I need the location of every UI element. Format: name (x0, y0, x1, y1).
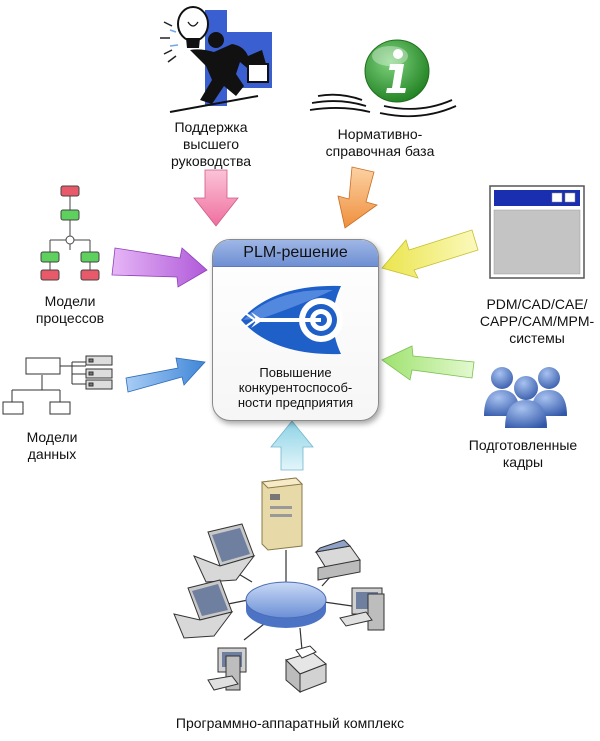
scanner-icon (314, 539, 361, 581)
desktop-computer-icon (207, 647, 247, 691)
label-staff: Подготовленные кадры (460, 437, 586, 471)
arrow-process (111, 247, 208, 288)
label-data: Модели данных (12, 429, 92, 463)
executive-lightbulb-icon (160, 6, 272, 113)
desktop-computer-icon (339, 587, 385, 631)
label-line: PDM/CAD/CAE/ (486, 296, 588, 312)
label-line: Модели (44, 293, 96, 309)
hub-goal-text: Повышение конкурентоспособ- ности предпр… (213, 365, 378, 410)
label-line: руководства (170, 153, 252, 169)
label-process: Модели процессов (22, 293, 118, 327)
hub-goal-line: ности предприятия (237, 395, 354, 410)
label-line: CAPP/CAM/MPM- (479, 313, 595, 329)
server-icon (260, 477, 304, 551)
label-systems: PDM/CAD/CAE/ CAPP/CAM/MPM- системы (476, 296, 598, 347)
hub-goal-line: конкурентоспособ- (238, 380, 353, 395)
hub-title: PLM-решение (213, 240, 378, 267)
arrow-hardware (270, 420, 314, 471)
label-line: Модели (26, 429, 78, 445)
target-arrow-icon (241, 285, 343, 355)
label-line: Поддержка (174, 119, 248, 135)
label-line: кадры (502, 454, 544, 470)
arrow-reference (337, 166, 378, 229)
label-line: Подготовленные (468, 437, 578, 453)
laptop-icon (193, 523, 256, 583)
data-model-icon (2, 355, 113, 415)
arrow-staff (381, 345, 475, 381)
arrow-data (125, 357, 206, 393)
flowchart-icon (40, 185, 100, 281)
printer-icon (285, 645, 327, 694)
application-window-icon (489, 185, 585, 279)
arrow-systems (381, 229, 479, 279)
label-line: справочная база (325, 143, 435, 159)
info-icon (309, 39, 457, 118)
plm-solution-hub: PLM-решение Повышение конкурентоспособ- … (212, 239, 379, 421)
label-reference: Нормативно- справочная база (320, 126, 440, 160)
label-line: системы (509, 330, 565, 346)
hub-goal-line: Повышение (259, 365, 332, 380)
label-line: данных (27, 446, 77, 462)
people-icon (484, 367, 567, 428)
label-line: Нормативно- (337, 126, 423, 142)
label-line: высшего (182, 136, 240, 152)
arrow-management (193, 169, 239, 227)
label-hardware: Программно-аппаратный комплекс (140, 715, 440, 732)
network-icon (173, 477, 385, 694)
label-management: Поддержка высшего руководства (162, 119, 260, 170)
label-line: Программно-аппаратный комплекс (175, 715, 405, 731)
laptop-icon (173, 579, 234, 639)
label-line: процессов (35, 310, 105, 326)
